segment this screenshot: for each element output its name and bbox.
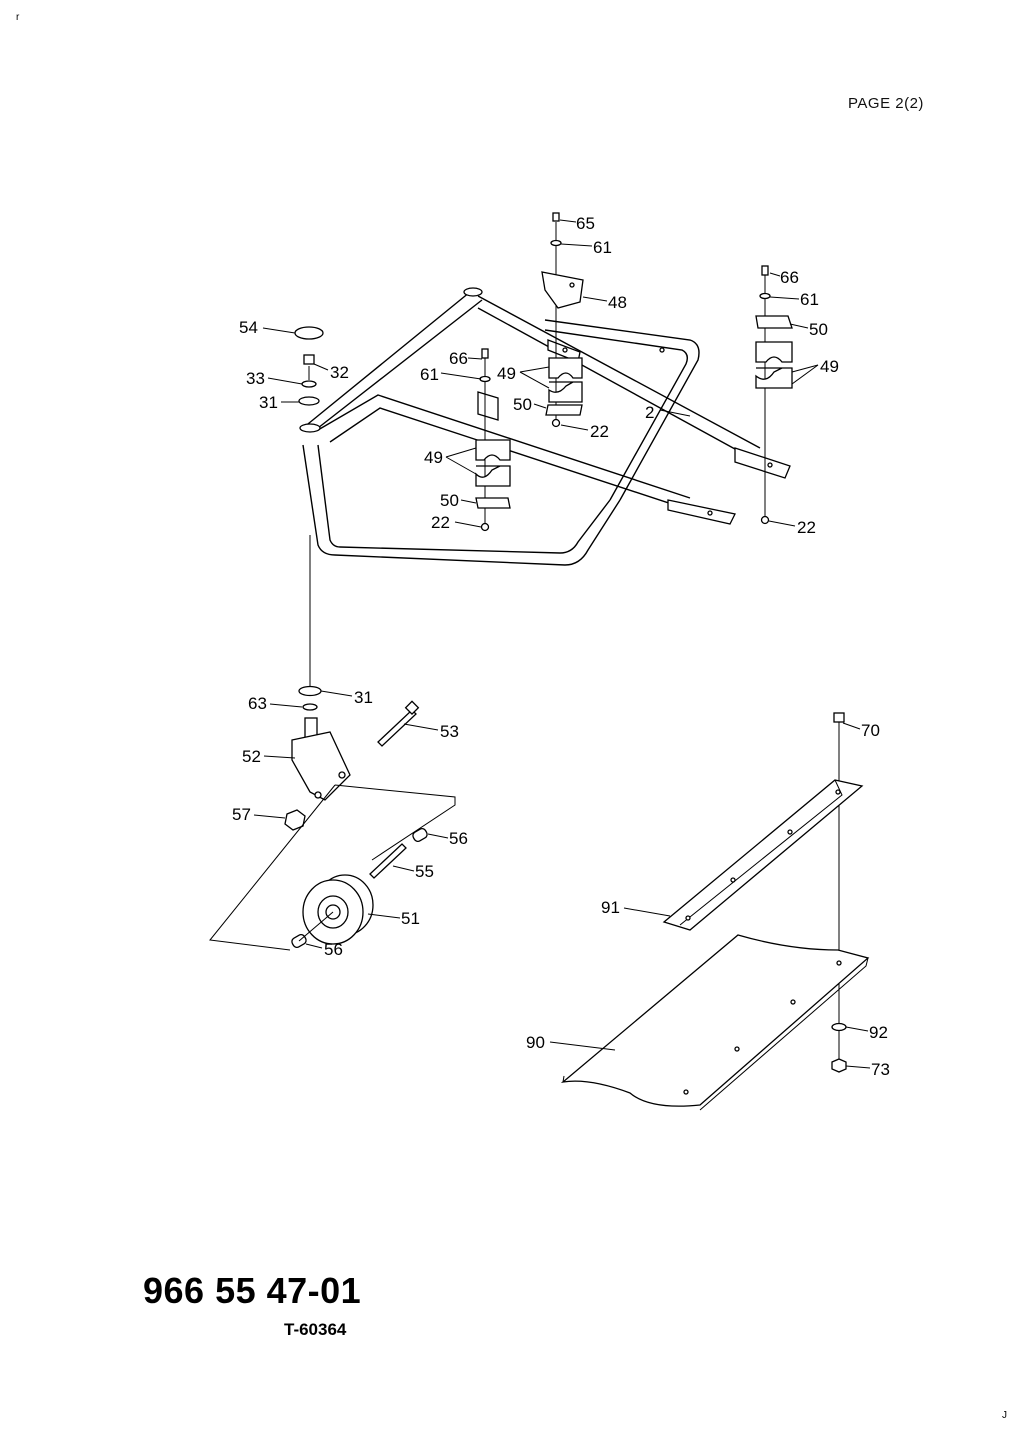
callout-92: 92 (869, 1023, 888, 1042)
callout-66: 66 (780, 268, 799, 287)
callout-50: 50 (809, 320, 828, 339)
callout-22: 22 (797, 518, 816, 537)
callout-33: 33 (246, 369, 265, 388)
callout-49: 49 (424, 448, 443, 467)
callout-32: 32 (330, 363, 349, 382)
callout-63: 63 (248, 694, 267, 713)
callout-31: 31 (354, 688, 373, 707)
callout-48: 48 (608, 293, 627, 312)
callout-52: 52 (242, 747, 261, 766)
corner-mark-top-left: r (16, 12, 20, 23)
middle-clamp-stack (475, 348, 511, 532)
callout-22: 22 (431, 513, 450, 532)
callout-labels: 65 61 66 61 48 50 54 32 66 49 49 33 61 3… (232, 214, 890, 1079)
callout-22: 22 (590, 422, 609, 441)
callout-54: 54 (239, 318, 258, 337)
callout-66: 66 (449, 349, 468, 368)
callout-50: 50 (440, 491, 459, 510)
leader-lines (253, 219, 871, 1069)
callout-73: 73 (871, 1060, 890, 1079)
caster-assembly (209, 535, 456, 951)
left-post-stack (294, 326, 324, 406)
part-number: 966 55 47-01 (143, 1270, 362, 1311)
callout-55: 55 (415, 862, 434, 881)
callout-61: 61 (593, 238, 612, 257)
handle-frame (299, 287, 791, 566)
plate-assembly (560, 712, 870, 1111)
right-clamp-stack (755, 265, 793, 525)
callout-2: 2 (645, 403, 654, 422)
corner-mark-bottom-right: J (1002, 1410, 1007, 1421)
callout-61: 61 (420, 365, 439, 384)
callout-57: 57 (232, 805, 251, 824)
callout-91: 91 (601, 898, 620, 917)
callout-61: 61 (800, 290, 819, 309)
callout-56: 56 (449, 829, 468, 848)
drawing-number: T-60364 (284, 1320, 347, 1339)
callout-56: 56 (324, 940, 343, 959)
page-label: PAGE 2(2) (848, 95, 924, 112)
callout-50: 50 (513, 395, 532, 414)
callout-70: 70 (861, 721, 880, 740)
callout-65: 65 (576, 214, 595, 233)
callout-90: 90 (526, 1033, 545, 1052)
callout-51: 51 (401, 909, 420, 928)
callout-31: 31 (259, 393, 278, 412)
callout-49: 49 (820, 357, 839, 376)
top-clamp-stack (541, 212, 584, 428)
callout-53: 53 (440, 722, 459, 741)
callout-49: 49 (497, 364, 516, 383)
